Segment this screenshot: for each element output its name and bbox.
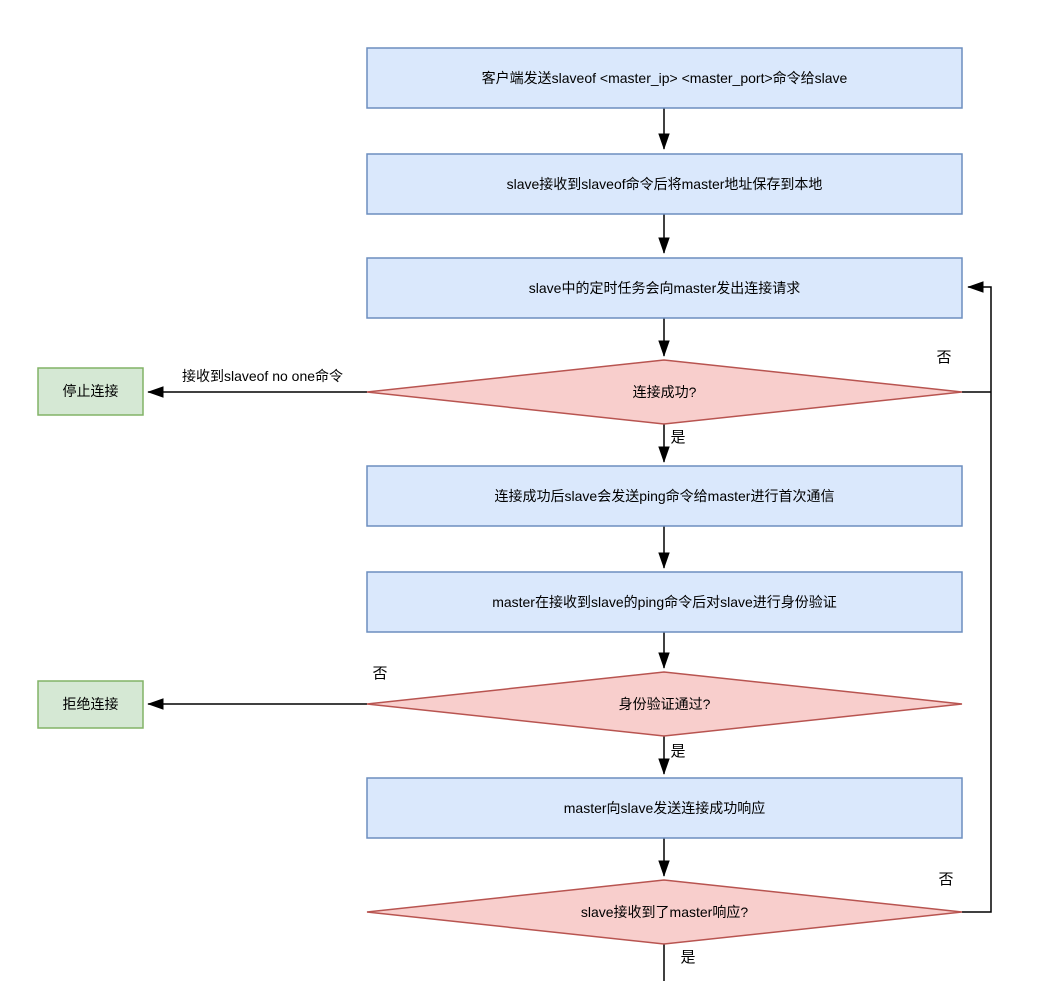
node-decision2-shape (366, 671, 963, 737)
node-step2-shape (366, 153, 963, 215)
node-step3-shape (366, 257, 963, 319)
node-step1-shape (366, 47, 963, 109)
node-step4-shape (366, 465, 963, 527)
node-step6-shape (366, 777, 963, 839)
node-decision3-shape (366, 879, 963, 945)
node-stop-shape (37, 367, 144, 416)
node-reject-shape (37, 680, 144, 729)
node-decision1-shape (366, 359, 963, 425)
node-step5-shape (366, 571, 963, 633)
edge-loopback-to-step3 (962, 281, 992, 913)
